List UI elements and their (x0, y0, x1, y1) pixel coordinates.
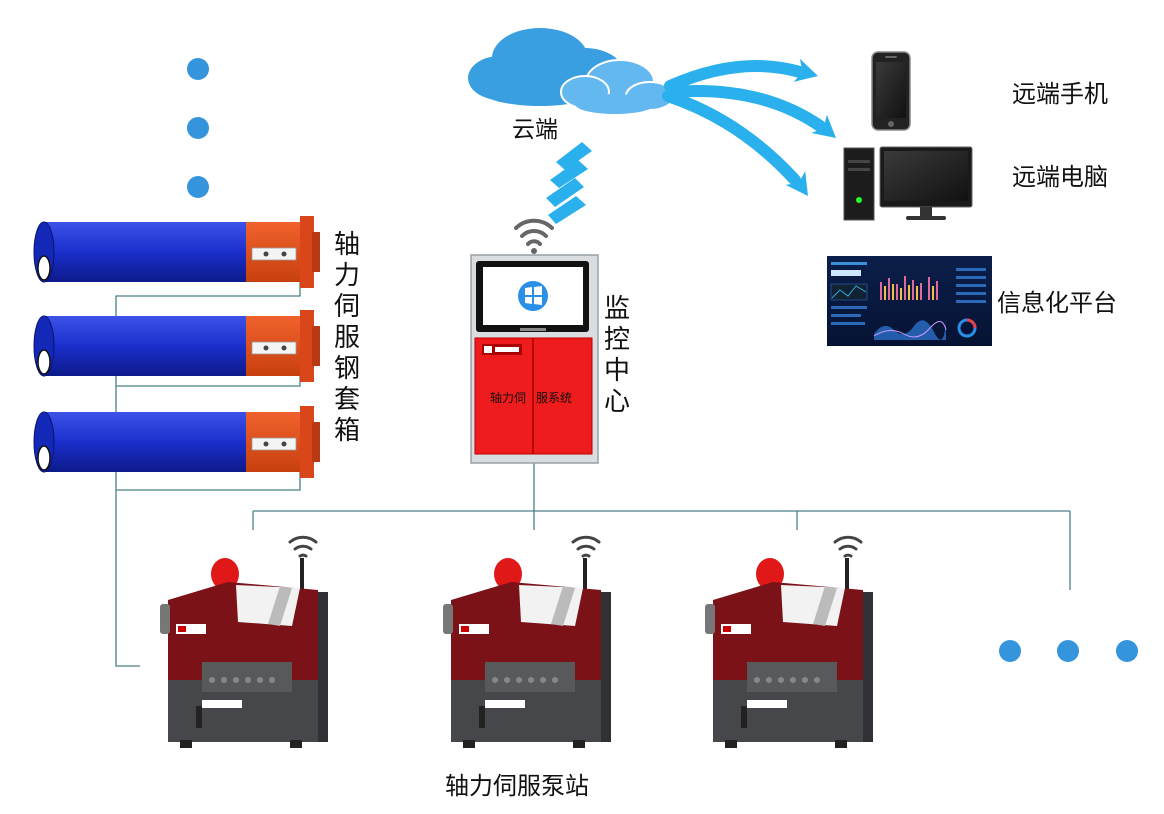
monitor-center-cabinet (470, 218, 599, 464)
alarm-light (494, 558, 522, 590)
windows-logo-icon (518, 281, 548, 311)
alarm-light (211, 558, 239, 590)
casing-sensor (251, 341, 297, 355)
dot (999, 640, 1021, 662)
casing-flange (300, 310, 314, 382)
wifi-icon (514, 218, 554, 254)
cabinet-text-right: 服系统 (536, 391, 573, 405)
arrow-to-platform (662, 90, 801, 186)
desktop-computer-icon (843, 146, 973, 221)
downlink-arrows (662, 60, 826, 186)
wifi-icon (288, 535, 318, 558)
antenna (845, 558, 849, 618)
steel-pipe (44, 412, 248, 472)
cloud-label: 云端 (512, 117, 558, 143)
pipe-opening (37, 349, 51, 375)
arrow-to-phone (664, 60, 806, 92)
alarm-light (756, 558, 784, 590)
casing-flange (300, 406, 314, 478)
steel-casing-unit (33, 310, 320, 382)
dot (1116, 640, 1138, 662)
monitor-center-label: 监 控 中 心 (603, 294, 630, 417)
arrow-to-pc (666, 84, 826, 132)
steel-casing-label: 轴 力 伺 服 钢 套 箱 (333, 230, 360, 446)
remote-phone-label: 远端手机 (1012, 80, 1108, 108)
pump-station-unit (685, 530, 875, 758)
antenna (300, 558, 304, 618)
pump-station-unit (140, 530, 330, 758)
casing-plate (312, 232, 320, 272)
wifi-icon (833, 535, 863, 558)
uplink-arrows (546, 142, 592, 224)
casing-plate (312, 422, 320, 462)
steel-pipe (44, 222, 248, 282)
dashboard-screen-icon (827, 256, 992, 346)
smartphone-icon (871, 51, 911, 131)
remote-pc-label: 远端电脑 (1012, 163, 1108, 191)
steel-pipe (44, 316, 248, 376)
steel-casing-unit (33, 406, 320, 478)
casing-plate (312, 326, 320, 366)
dot (187, 58, 209, 80)
antenna (583, 558, 587, 618)
steel-casing-unit (33, 216, 320, 288)
cabinet-text-left: 轴力伺 (490, 391, 527, 405)
casing-flange (300, 216, 314, 288)
wifi-icon (571, 535, 601, 558)
pump-station-unit (423, 530, 613, 758)
info-platform-label: 信息化平台 (997, 289, 1117, 317)
pump-station-label: 轴力伺服泵站 (445, 772, 589, 800)
pump-station-group (140, 530, 875, 758)
pump-ellipsis (999, 640, 1138, 662)
casing-sensor (251, 247, 297, 261)
casing-sensor (251, 437, 297, 451)
cloud-icon (468, 28, 675, 114)
steel-casing-group (33, 216, 320, 478)
dot (1057, 640, 1079, 662)
dot (187, 176, 209, 198)
dot (187, 117, 209, 139)
pipe-opening (37, 255, 51, 281)
casing-ellipsis (187, 58, 209, 198)
pipe-opening (37, 445, 51, 471)
